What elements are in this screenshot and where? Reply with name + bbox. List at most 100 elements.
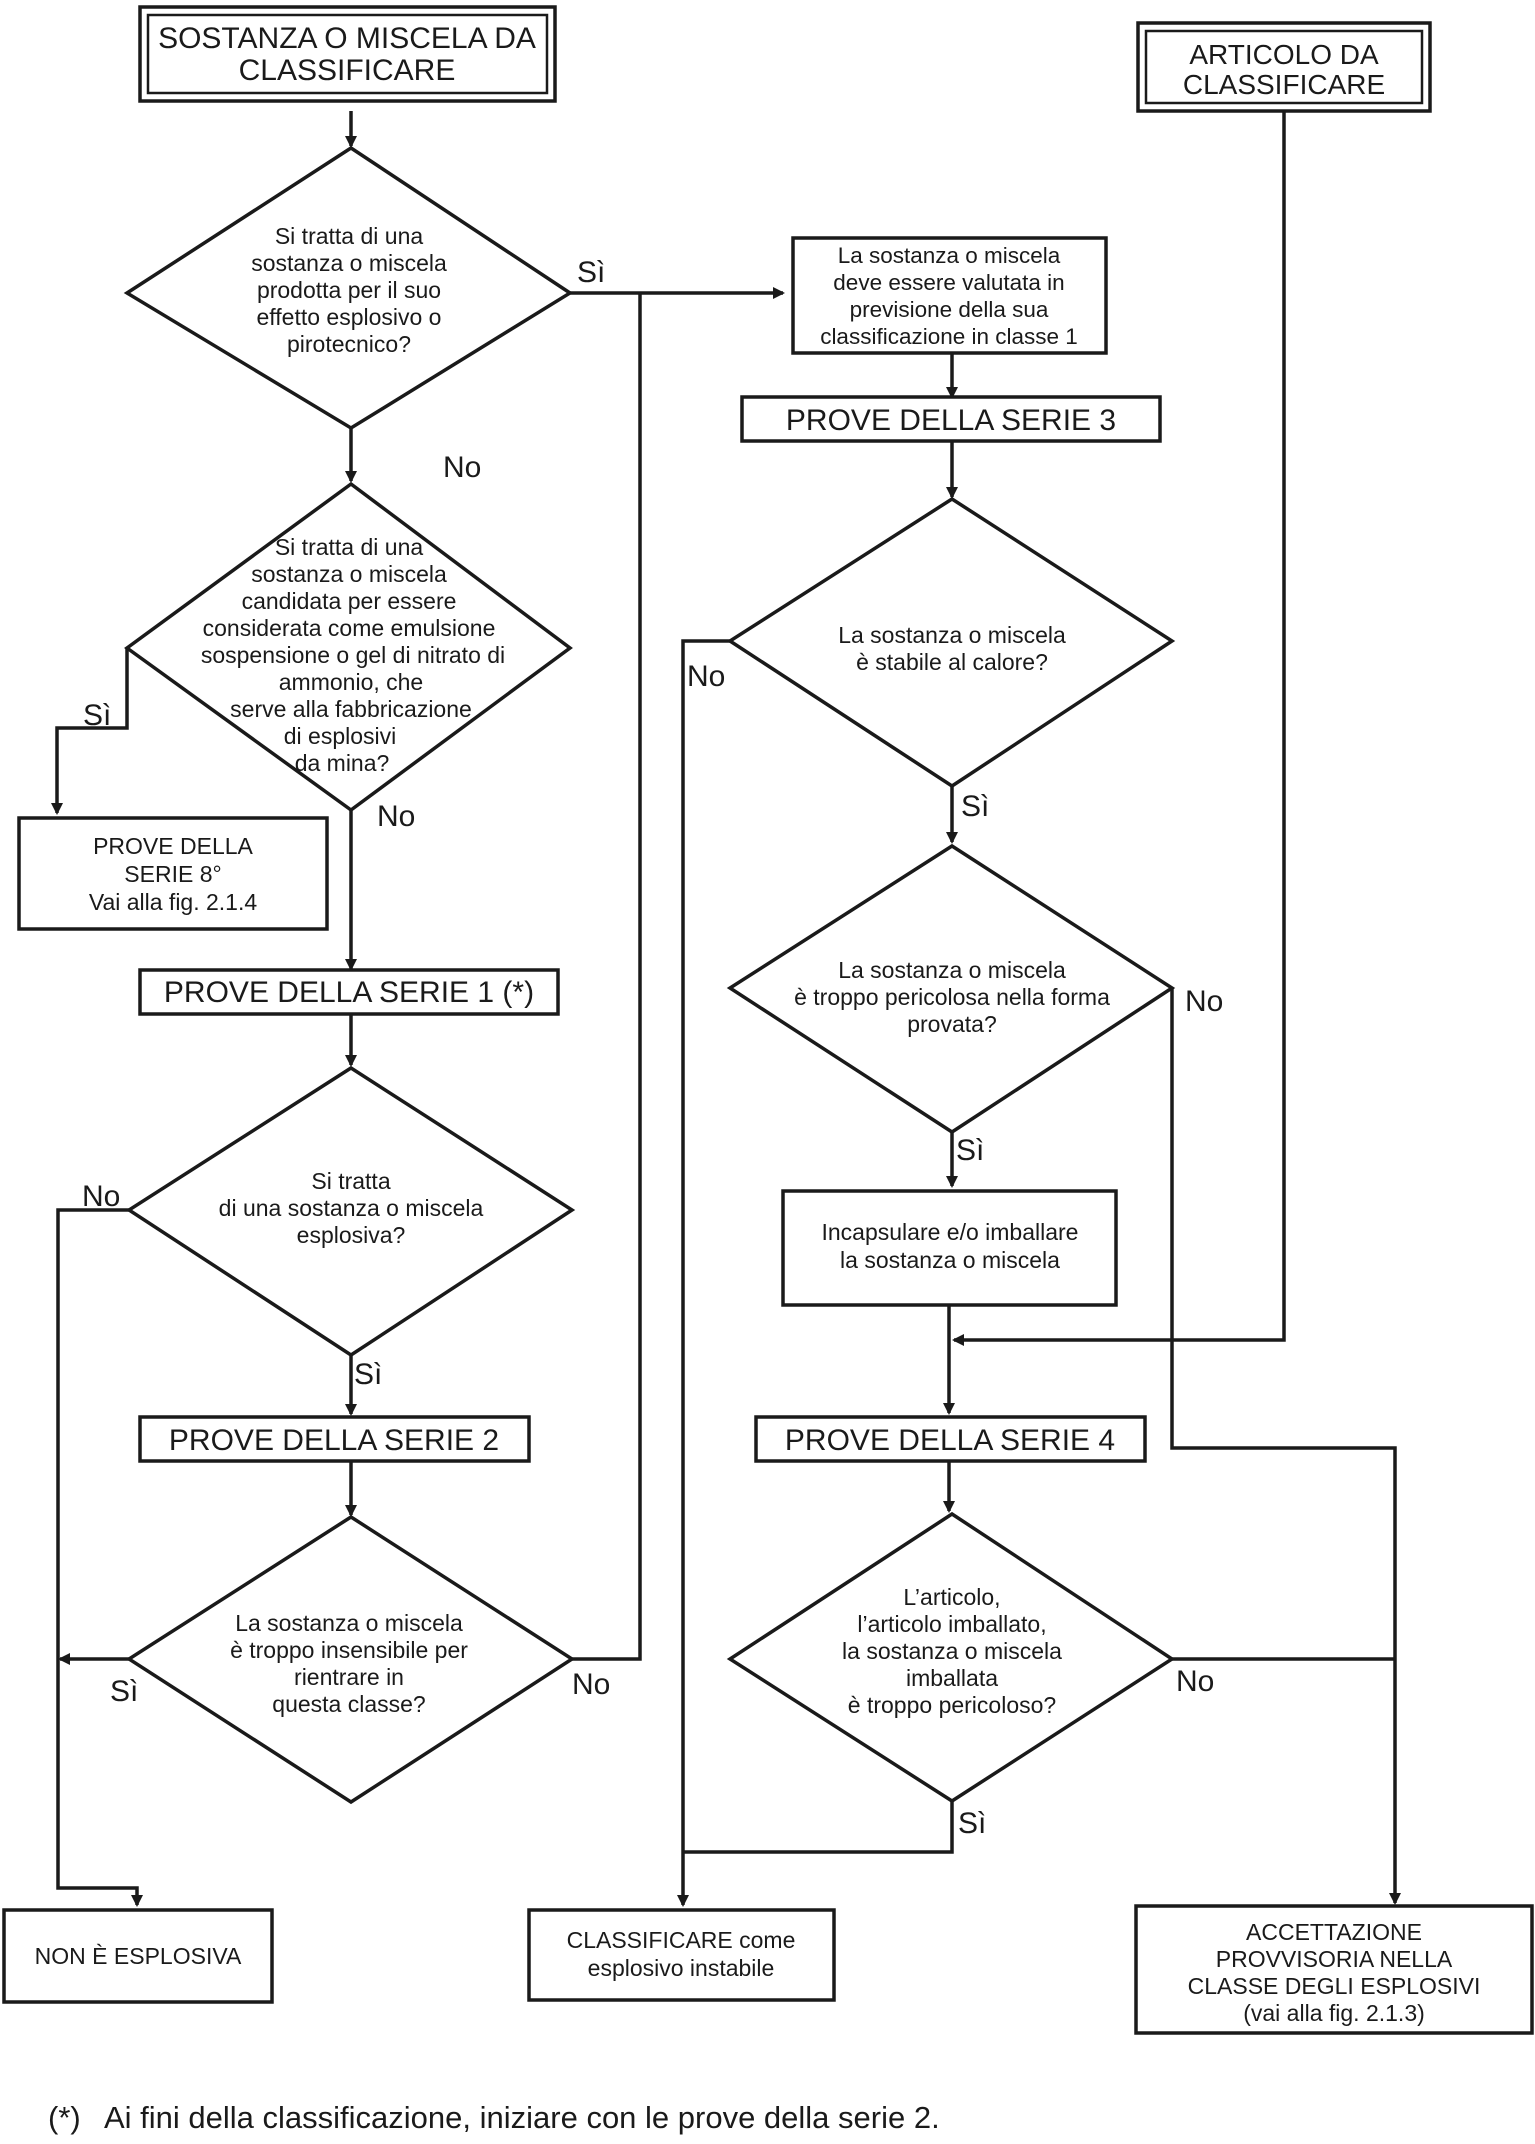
connectors <box>51 111 1401 1907</box>
arrow-q-explosive-no-to-not-explosive <box>56 1208 143 1907</box>
q-heat-line-1: La sostanza o miscela <box>838 622 1066 648</box>
series8-box: PROVE DELLA SERIE 8° Vai alla fig. 2.1.4 <box>17 816 329 931</box>
line-q-article-yes <box>683 1801 954 1854</box>
series3-label: PROVE DELLA SERIE 3 <box>786 404 1116 437</box>
decision-is-explosive: Si tratta di una sostanza o miscela espl… <box>125 1065 576 1358</box>
q-explosive-purpose-line-3: prodotta per il suo <box>257 277 441 303</box>
provisional-line-2: PROVVISORIA NELLA <box>1216 1946 1453 1972</box>
decision-ammonium-nitrate: Si tratta di una sostanza o miscela cand… <box>124 481 573 813</box>
label-article-yes: Sì <box>958 1807 986 1840</box>
q-insensitive-line-1: La sostanza o miscela <box>235 1610 463 1636</box>
label-insensitive-yes: Sì <box>110 1675 138 1708</box>
series8-line-3: Vai alla fig. 2.1.4 <box>89 889 258 915</box>
q-insensitive-line-2: è troppo insensibile per <box>230 1637 468 1663</box>
label-explosive-yes: Sì <box>354 1358 382 1391</box>
q-ammonium-line-3: candidata per essere <box>242 588 457 614</box>
label-q1-no: No <box>443 451 481 484</box>
eval-class1-line-4: classificazione in classe 1 <box>820 324 1078 349</box>
decision-article-dangerous: L’articolo, l’articolo imballato, la sos… <box>726 1511 1176 1804</box>
series4-box: PROVE DELLA SERIE 4 <box>754 1415 1147 1463</box>
label-heat-yes: Sì <box>961 790 989 823</box>
provisional-line-1: ACCETTAZIONE <box>1246 1919 1422 1945</box>
eval-class1-box: La sostanza o miscela deve essere valuta… <box>791 236 1108 355</box>
provisional-box: ACCETTAZIONE PROVVISORIA NELLA CLASSE DE… <box>1134 1904 1534 2035</box>
not-explosive-box: NON È ESPLOSIVA <box>2 1908 274 2004</box>
q-ammonium-line-8: di esplosivi <box>284 723 397 749</box>
q-ammonium-line-7: serve alla fabbricazione <box>230 696 472 722</box>
arrow-article-to-series4 <box>952 111 1286 1346</box>
decision-too-insensitive: La sostanza o miscela è troppo insensibi… <box>125 1514 576 1805</box>
start-substance-line-2: CLASSIFICARE <box>239 54 456 87</box>
series2-box: PROVE DELLA SERIE 2 <box>138 1415 531 1463</box>
branch-labels: Sì No Sì No No Sì No Sì No Sì Sì No No S… <box>82 256 1223 1840</box>
q-form-line-1: La sostanza o miscela <box>838 957 1066 983</box>
series2-label: PROVE DELLA SERIE 2 <box>169 1424 499 1457</box>
series8-line-2: SERIE 8° <box>124 861 221 887</box>
start-article-line-2: CLASSIFICARE <box>1183 69 1385 100</box>
start-article-line-1: ARTICOLO DA <box>1189 39 1379 70</box>
q-ammonium-line-4: considerata come emulsione <box>203 615 496 641</box>
arrow-heat-no-to-unstable <box>677 639 730 1907</box>
label-q1-yes: Sì <box>577 256 605 289</box>
unstable-line-1: CLASSIFICARE come <box>567 1927 796 1953</box>
label-article-no: No <box>1176 1665 1214 1698</box>
start-substance-line-1: SOSTANZA O MISCELA DA <box>158 22 536 55</box>
q-form-line-2: è troppo pericolosa nella forma <box>794 984 1110 1010</box>
label-q2-no: No <box>377 800 415 833</box>
footnote: (*) Ai fini della classificazione, inizi… <box>48 2100 940 2135</box>
line-q-insensitive-no <box>572 293 642 1661</box>
eval-class1-line-3: previsione della sua <box>850 297 1049 322</box>
arrow-q2-yes-to-series8 <box>51 648 129 815</box>
eval-class1-line-2: deve essere valutata in <box>833 270 1064 295</box>
q-is-explosive-line-3: esplosiva? <box>297 1222 406 1248</box>
start-substance-box: SOSTANZA O MISCELA DA CLASSIFICARE <box>138 5 557 103</box>
q-ammonium-line-6: ammonio, che <box>279 669 423 695</box>
series3-box: PROVE DELLA SERIE 3 <box>740 395 1162 443</box>
q-ammonium-line-5: sospensione o gel di nitrato di <box>201 642 505 668</box>
label-form-yes: Sì <box>956 1134 984 1167</box>
series8-line-1: PROVE DELLA <box>93 833 253 859</box>
label-explosive-no: No <box>82 1180 120 1213</box>
q-article-line-5: è troppo pericoloso? <box>848 1692 1056 1718</box>
label-form-no: No <box>1185 985 1223 1018</box>
series1-box: PROVE DELLA SERIE 1 (*) <box>138 968 560 1016</box>
label-heat-no: No <box>687 660 725 693</box>
series1-label: PROVE DELLA SERIE 1 (*) <box>164 976 534 1009</box>
decision-explosive-purpose: Si tratta di una sostanza o miscela prod… <box>123 145 574 431</box>
encapsulate-line-2: la sostanza o miscela <box>840 1247 1060 1273</box>
q-form-line-3: provata? <box>907 1011 997 1037</box>
q-heat-line-2: è stabile al calore? <box>856 649 1048 675</box>
provisional-line-4: (vai alla fig. 2.1.3) <box>1243 2000 1425 2026</box>
arrow-form-no-to-provisional <box>1170 988 1401 1905</box>
q-explosive-purpose-line-2: sostanza o miscela <box>251 250 447 276</box>
decision-heat-stable: La sostanza o miscela è stabile al calor… <box>726 496 1176 789</box>
q-explosive-purpose-line-1: Si tratta di una <box>275 223 424 249</box>
encapsulate-line-1: Incapsulare e/o imballare <box>822 1219 1079 1245</box>
start-article-box: ARTICOLO DA CLASSIFICARE <box>1136 21 1432 113</box>
q-is-explosive-line-2: di una sostanza o miscela <box>219 1195 484 1221</box>
series4-label: PROVE DELLA SERIE 4 <box>785 1424 1115 1457</box>
q-article-line-2: l’articolo imballato, <box>857 1611 1046 1637</box>
q-ammonium-line-1: Si tratta di una <box>275 534 424 560</box>
q-ammonium-line-2: sostanza o miscela <box>251 561 447 587</box>
encapsulate-box: Incapsulare e/o imballare la sostanza o … <box>781 1189 1118 1307</box>
q-insensitive-line-4: questa classe? <box>272 1691 425 1717</box>
q-article-line-4: imballata <box>906 1665 998 1691</box>
q-article-line-3: la sostanza o miscela <box>842 1638 1062 1664</box>
q-explosive-purpose-line-5: pirotecnico? <box>287 331 411 357</box>
footnote-mark: (*) <box>48 2100 81 2135</box>
label-insensitive-no: No <box>572 1668 610 1701</box>
unstable-line-2: esplosivo instabile <box>588 1955 775 1981</box>
eval-class1-line-1: La sostanza o miscela <box>838 243 1061 268</box>
q-is-explosive-line-1: Si tratta <box>311 1168 390 1194</box>
q-ammonium-line-9: da mina? <box>295 750 390 776</box>
q-article-line-1: L’articolo, <box>903 1584 1000 1610</box>
not-explosive-label: NON È ESPLOSIVA <box>35 1943 242 1969</box>
unstable-box: CLASSIFICARE come esplosivo instabile <box>527 1908 836 2002</box>
label-q2-yes: Sì <box>83 699 111 732</box>
provisional-line-3: CLASSE DEGLI ESPLOSIVI <box>1188 1973 1481 1999</box>
q-explosive-purpose-line-4: effetto esplosivo o <box>257 304 442 330</box>
footnote-text: Ai fini della classificazione, iniziare … <box>104 2100 940 2135</box>
q-insensitive-line-3: rientrare in <box>294 1664 404 1690</box>
